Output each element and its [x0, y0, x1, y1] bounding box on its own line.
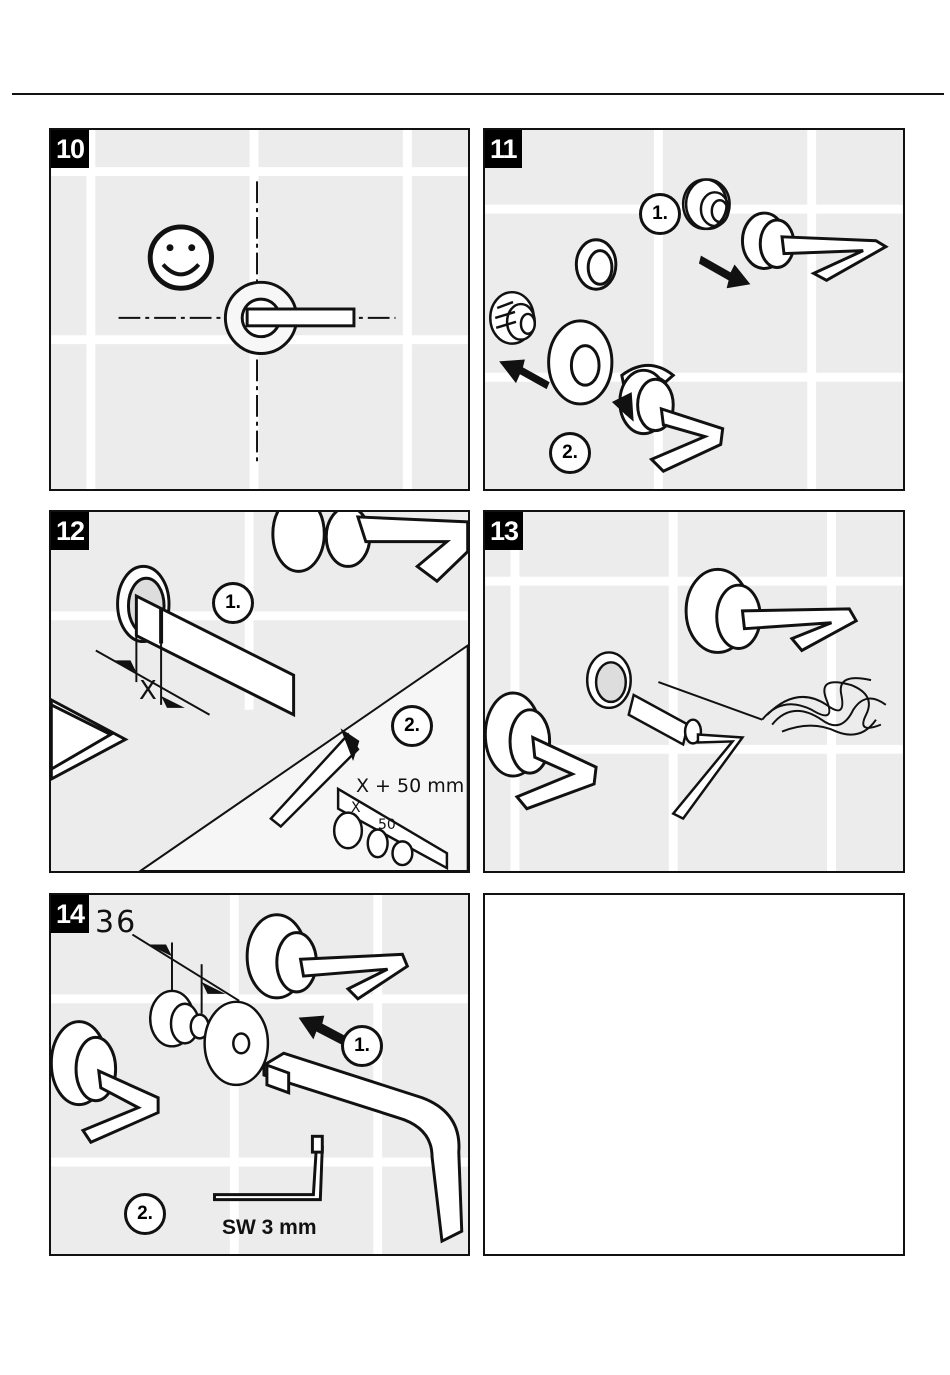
spout: [264, 1053, 462, 1241]
hex-key-size-label: SW 3 mm: [222, 1216, 317, 1240]
rosette: [549, 321, 612, 404]
step-number: 14: [51, 895, 89, 933]
arrow-right-icon: [699, 256, 750, 289]
step-14-panel: 14 36 1. 2. SW 3 mm: [49, 893, 470, 1256]
cut-mark-x-label: X: [351, 800, 361, 816]
smiley-icon: [150, 227, 211, 288]
o-ring: [576, 240, 616, 289]
dimension-x-label: X: [139, 676, 157, 706]
step-12-panel: 12 1. 2. X X + 50 mm X 50: [49, 510, 470, 873]
step-number: 11: [485, 130, 522, 168]
cartridge-removal: [587, 652, 742, 818]
dimension-36-label: 36: [95, 905, 137, 940]
cartridge-top: [683, 179, 729, 228]
step-10-panel: 10: [49, 128, 470, 491]
step-number: 13: [485, 512, 523, 550]
step-number: 10: [51, 130, 89, 168]
cut-mark-50-label: 50: [378, 817, 396, 833]
callout-step-2: 2.: [549, 432, 591, 474]
dimension-x-plus-50-label: X + 50 mm: [356, 775, 464, 797]
step-14-illustration: [51, 895, 468, 1254]
handle-top: [247, 915, 407, 999]
step-12-illustration: [51, 512, 468, 871]
step-11-illustration: [485, 130, 903, 489]
cartridge-rosette: [150, 991, 268, 1085]
callout-step-1: 1.: [341, 1025, 383, 1067]
callout-step-1: 1.: [212, 582, 254, 624]
step-10-illustration: [51, 130, 468, 489]
step-11-panel: 11 1. 2.: [483, 128, 905, 491]
step-13-illustration: [485, 512, 903, 871]
header-rule: [12, 93, 944, 95]
step-number: 12: [51, 512, 89, 550]
callout-step-2: 2.: [124, 1193, 166, 1235]
handle-background: [273, 512, 468, 581]
empty-panel: [483, 893, 905, 1256]
cartridge-left: [490, 292, 535, 343]
callout-step-2: 2.: [391, 705, 433, 747]
handle-left: [51, 1022, 158, 1143]
step-13-panel: 13: [483, 510, 905, 873]
callout-step-1: 1.: [639, 193, 681, 235]
